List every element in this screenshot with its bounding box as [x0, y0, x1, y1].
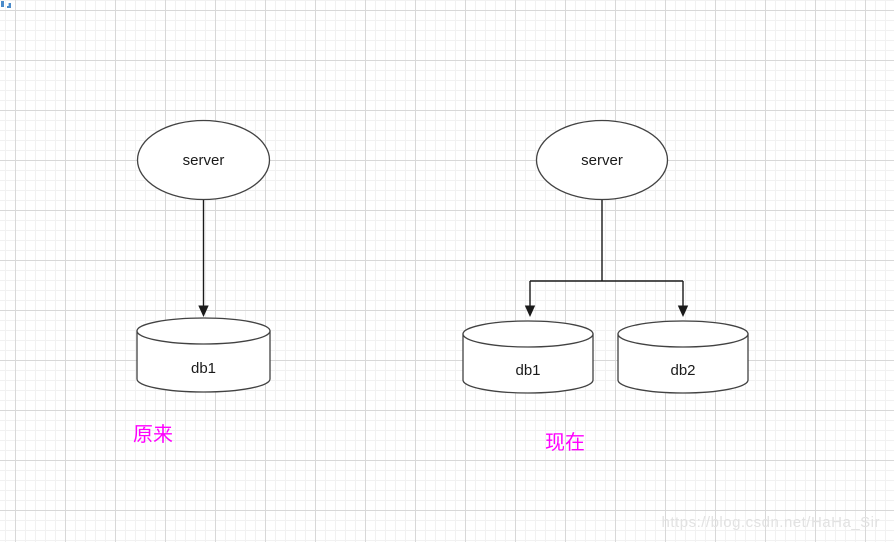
- after-db1-node: db1: [462, 320, 594, 394]
- watermark-text: https://blog.csdn.net/HaHa_Sir: [661, 514, 880, 531]
- after-group: server db1 db2 现在: [462, 119, 749, 454]
- before-server-label: server: [183, 152, 225, 169]
- after-server-node: server: [535, 119, 669, 201]
- after-edge-server-dbs: [524, 199, 689, 317]
- before-db1-label: db1: [191, 360, 216, 377]
- arrowhead-icon: [677, 305, 689, 317]
- corner-cursor-icon: [0, 0, 14, 10]
- after-db1-label: db1: [515, 362, 540, 379]
- before-db1-node: db1: [136, 317, 271, 393]
- after-server-label: server: [581, 152, 623, 169]
- after-caption: 现在: [545, 431, 585, 454]
- before-group: server db1 原来: [133, 119, 271, 446]
- arrowhead-icon: [524, 305, 536, 317]
- corner-cursor-bar: [1, 1, 4, 7]
- after-db2-label: db2: [670, 362, 695, 379]
- after-db2-node: db2: [617, 320, 749, 394]
- before-caption: 原来: [133, 423, 173, 446]
- before-server-node: server: [136, 119, 271, 201]
- corner-cursor-hook: [7, 3, 11, 8]
- before-edge-server-db1: [198, 199, 209, 317]
- arrowhead-icon: [198, 305, 209, 317]
